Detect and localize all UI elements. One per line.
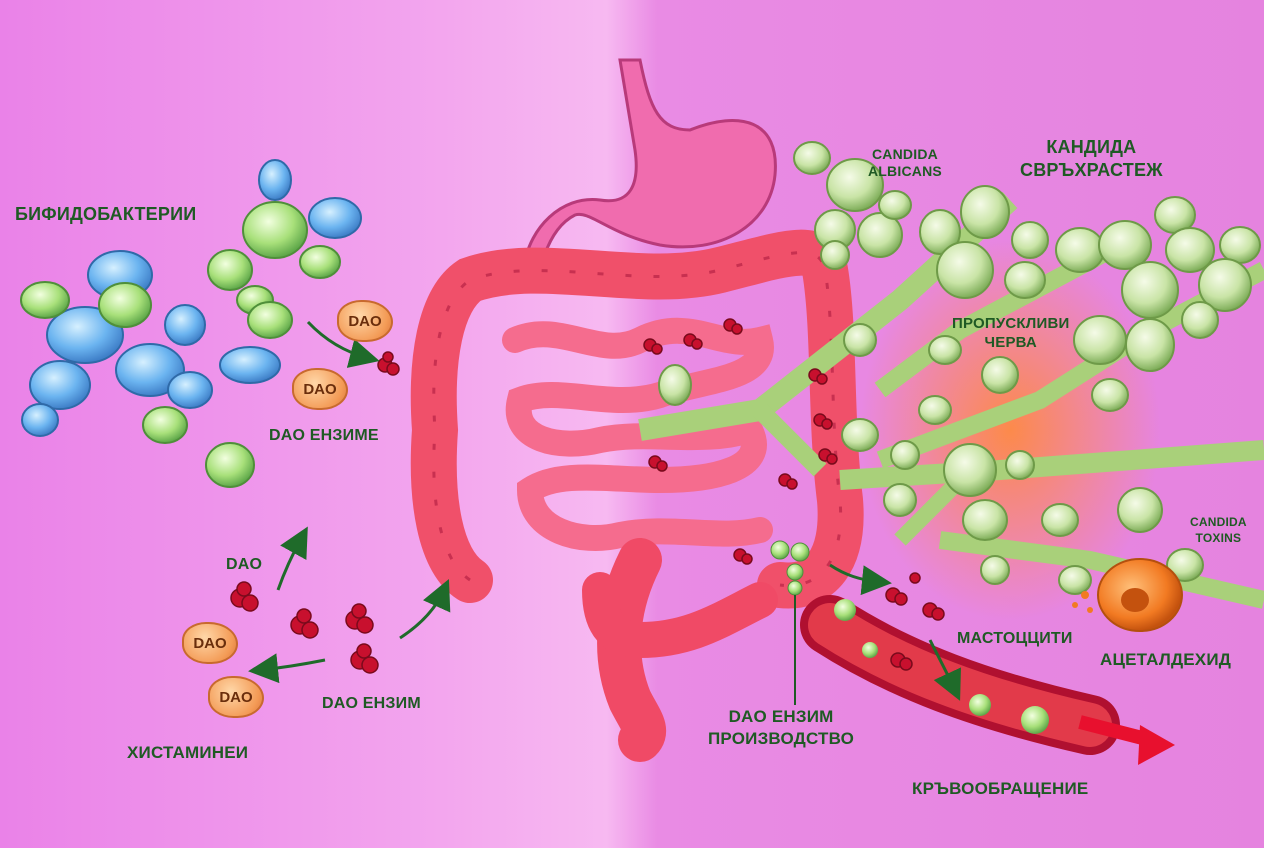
candida-overgrowth-line1: КАНДИДА bbox=[1046, 137, 1137, 157]
dao-production-label: DAO ЕНЗИМ ПРОИЗВОДСТВО bbox=[708, 706, 854, 750]
dao-enzyme-icon: DAO bbox=[182, 622, 238, 664]
candida-toxins-line2: TOXINS bbox=[1195, 531, 1242, 545]
leaky-gut-line1: ПРОПУСКЛИВИ bbox=[952, 315, 1070, 332]
mast-cells-label: МАСТОЦЦИТИ bbox=[957, 630, 1073, 647]
dao-enzyme-label: DAO ЕНЗИМ bbox=[322, 695, 421, 712]
dao-production-spheres bbox=[770, 540, 810, 705]
histamine-molecule-icon bbox=[230, 318, 945, 674]
histamines-label: ХИСТАМИНЕИ bbox=[127, 743, 249, 762]
arrow-icon bbox=[248, 320, 961, 701]
acetaldehyde-label: АЦЕТАЛДЕХИД bbox=[1100, 650, 1232, 669]
candida-overgrowth-line2: СВРЪХРАСТЕЖ bbox=[1020, 160, 1163, 180]
dao-enzyme-icon: DAO bbox=[337, 300, 393, 342]
candida-overgrowth-label: КАНДИДА СВРЪХРАСТЕЖ bbox=[1020, 136, 1163, 182]
mast-cell-icon bbox=[1072, 558, 1183, 632]
dao-label: DAO bbox=[226, 556, 263, 573]
bifidobacteria-label: БИФИДОБАКТЕРИИ bbox=[15, 204, 197, 224]
candida-toxins-label: CANDIDA TOXINS bbox=[1190, 514, 1247, 546]
leaky-gut-line2: ЧЕРВА bbox=[984, 334, 1037, 351]
candida-hyphae-icon bbox=[638, 141, 1264, 609]
candida-toxins-line1: CANDIDA bbox=[1190, 515, 1247, 529]
dao-enzyme-icon: DAO bbox=[208, 676, 264, 718]
leaky-gut-label: ПРОПУСКЛИВИ ЧЕРВА bbox=[952, 314, 1069, 352]
dao-enzyme-icon: DAO bbox=[292, 368, 348, 410]
intestine-icon bbox=[410, 229, 864, 762]
candida-albicans-line2: ALBICANS bbox=[868, 163, 942, 179]
stomach-icon bbox=[523, 58, 777, 273]
dao-production-line2: ПРОИЗВОДСТВО bbox=[708, 729, 855, 748]
bacteria-cluster-icon bbox=[20, 159, 362, 488]
bloodstream-label: КРЪВООБРАЩЕНИЕ bbox=[912, 779, 1089, 798]
dao-enzymes-label: DAO ЕНЗИМЕ bbox=[269, 427, 379, 444]
dao-production-line1: DAO ЕНЗИМ bbox=[728, 707, 834, 726]
candida-albicans-line1: CANDIDA bbox=[871, 146, 938, 162]
candida-albicans-label: CANDIDA ALBICANS bbox=[868, 146, 942, 180]
